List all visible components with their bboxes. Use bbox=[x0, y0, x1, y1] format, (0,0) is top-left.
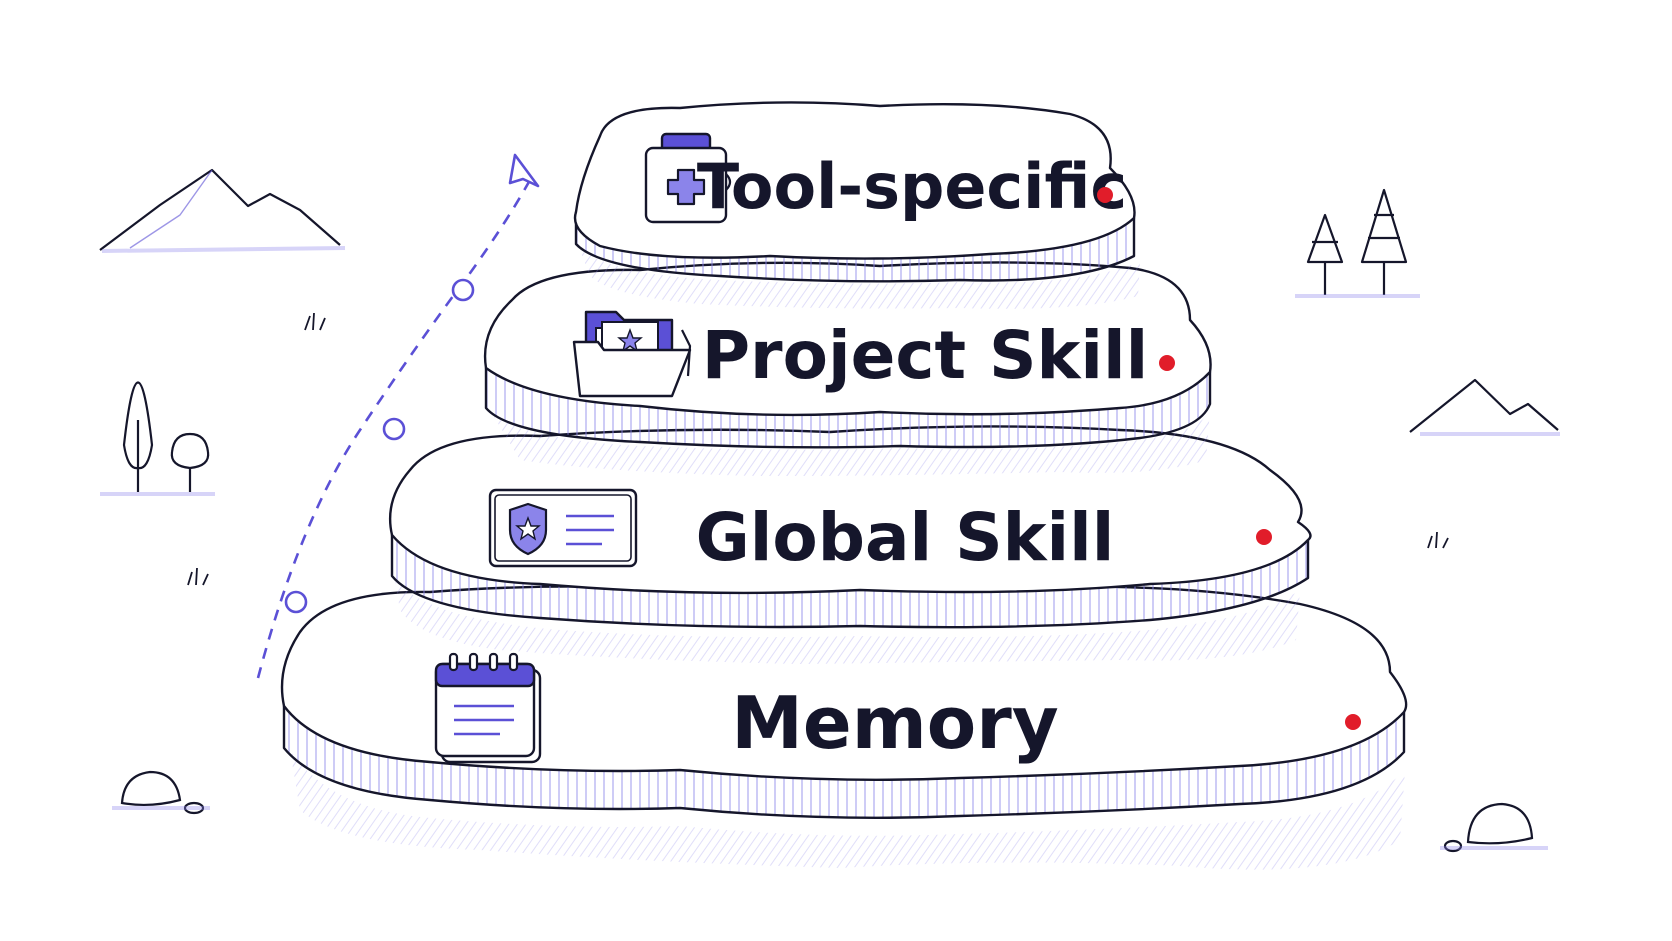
mountain-right-illustration bbox=[1409, 378, 1560, 436]
tier-label-global-skill: Global Skill bbox=[696, 499, 1115, 576]
calendar-notepad-icon bbox=[434, 652, 542, 764]
grass-tuft-right-icon bbox=[1427, 531, 1449, 549]
toolbox-plus-icon bbox=[644, 132, 732, 224]
progress-node-3 bbox=[451, 278, 475, 302]
rocks-right-illustration bbox=[1440, 802, 1548, 853]
grass-tuft-left-top-icon bbox=[304, 312, 326, 331]
tier-tool-specific: Tool-specific bbox=[573, 101, 1140, 309]
shield-badge-card-icon bbox=[488, 488, 638, 568]
trees-right-illustration bbox=[1295, 188, 1420, 298]
progress-node-2 bbox=[382, 417, 406, 441]
folder-star-icon bbox=[572, 310, 692, 398]
mountains-left-illustration bbox=[99, 168, 346, 253]
status-dot-memory bbox=[1345, 714, 1361, 730]
tier-label-project-skill: Project Skill bbox=[702, 317, 1149, 394]
tier-label-memory: Memory bbox=[731, 681, 1058, 765]
progress-node-1 bbox=[284, 590, 308, 614]
grass-tuft-left-bottom-icon bbox=[187, 567, 209, 586]
rocks-left-illustration bbox=[112, 770, 210, 815]
trees-left-illustration bbox=[100, 381, 215, 496]
tier-label-tool-specific: Tool-specific bbox=[697, 150, 1127, 223]
arrow-head-icon bbox=[508, 153, 540, 188]
status-dot-global-skill bbox=[1256, 529, 1272, 545]
status-dot-project-skill bbox=[1159, 355, 1175, 371]
ascending-progress-arrow bbox=[256, 153, 540, 679]
status-dot-tool-specific bbox=[1097, 187, 1113, 203]
